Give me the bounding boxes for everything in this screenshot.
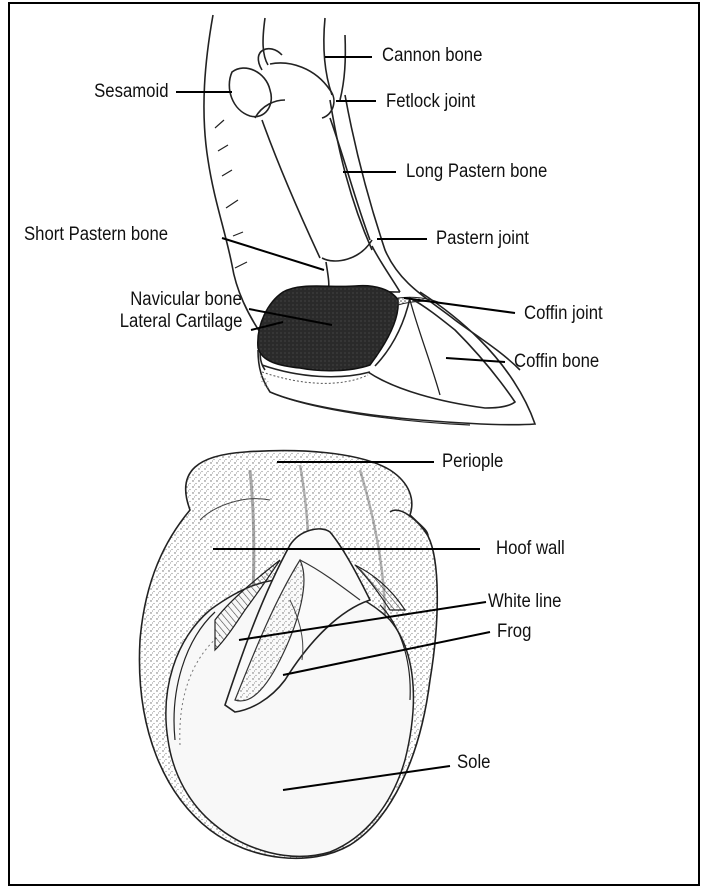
label-white-line: White line (488, 591, 561, 613)
label-navicular-bone: Navicular bone (130, 289, 242, 311)
label-cannon-bone: Cannon bone (382, 45, 482, 67)
lateral-cartilage-shape (258, 286, 398, 371)
label-sesamoid: Sesamoid (94, 81, 168, 103)
label-short-pastern-bone: Short Pastern bone (24, 224, 168, 246)
hoof-bottom-view (139, 451, 437, 859)
label-pastern-joint: Pastern joint (436, 228, 529, 250)
label-periople: Periople (442, 451, 503, 473)
label-fetlock-joint: Fetlock joint (386, 91, 475, 113)
label-hoof-wall: Hoof wall (496, 538, 565, 560)
label-sole: Sole (457, 752, 490, 774)
label-coffin-bone: Coffin bone (514, 351, 599, 373)
label-lateral-cartilage: Lateral Cartilage (119, 311, 242, 333)
label-frog: Frog (497, 621, 531, 643)
label-long-pastern-bone: Long Pastern bone (406, 161, 547, 183)
label-coffin-joint: Coffin joint (524, 303, 603, 325)
